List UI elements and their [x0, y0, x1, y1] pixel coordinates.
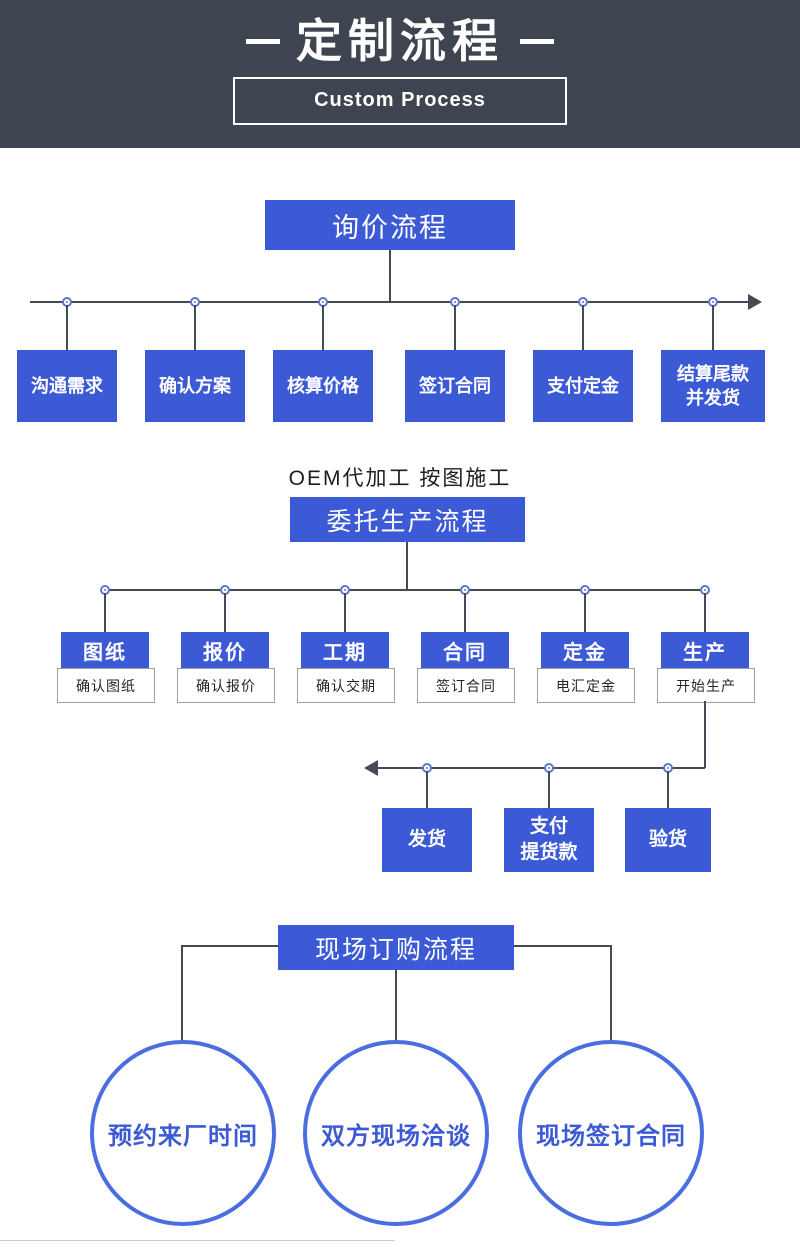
oem-column-label: 定金 — [541, 632, 629, 668]
inquiry-step: 结算尾款 并发货 — [661, 350, 765, 422]
delivery-step: 验货 — [625, 808, 711, 872]
oem-column-label: 合同 — [421, 632, 509, 668]
oem-column-label: 生产 — [661, 632, 749, 668]
connector-line — [582, 305, 584, 350]
inquiry-flow-title: 询价流程 — [265, 200, 515, 250]
header-banner: 定制流程 Custom Process — [0, 0, 800, 148]
connector-line — [66, 305, 68, 350]
connector-line — [584, 593, 586, 632]
oem-column-sub: 开始生产 — [657, 668, 755, 703]
connector-line — [194, 305, 196, 350]
oem-column-sub: 确认报价 — [177, 668, 275, 703]
oem-column-label: 报价 — [181, 632, 269, 668]
oem-flow-title: 委托生产流程 — [290, 497, 525, 542]
onsite-circle: 预约来厂时间 — [90, 1040, 276, 1226]
oem-column-sub: 确认交期 — [297, 668, 395, 703]
connector-line — [610, 945, 612, 1041]
connector-line — [548, 771, 550, 808]
inquiry-step: 确认方案 — [145, 350, 245, 422]
delivery-step: 支付 提货款 — [504, 808, 594, 872]
connector-line — [395, 970, 397, 1041]
connector-line — [322, 305, 324, 350]
connector-line — [105, 589, 705, 591]
connector-line — [30, 301, 752, 303]
oem-column-label: 图纸 — [61, 632, 149, 668]
inquiry-step: 核算价格 — [273, 350, 373, 422]
connector-line — [454, 305, 456, 350]
oem-note: OEM代加工 按图施工 — [288, 467, 512, 490]
connector-line — [406, 542, 408, 590]
oem-column-label: 工期 — [301, 632, 389, 668]
connector-line — [667, 771, 669, 808]
page-subtitle: Custom Process — [314, 89, 486, 112]
connector-line — [224, 593, 226, 632]
connector-line — [181, 945, 183, 1041]
page-title: 定制流程 — [296, 15, 504, 67]
connector-line — [389, 250, 391, 302]
connector-line — [378, 767, 705, 769]
onsite-circle: 双方现场洽谈 — [303, 1040, 489, 1226]
oem-column-sub: 电汇定金 — [537, 668, 635, 703]
connector-line — [426, 771, 428, 808]
arrow-right-icon — [748, 294, 762, 310]
header-title-row: 定制流程 — [230, 16, 570, 67]
title-dash-right-icon — [520, 38, 554, 44]
onsite-circle: 现场签订合同 — [518, 1040, 704, 1226]
inquiry-step: 沟通需求 — [17, 350, 117, 422]
connector-line — [712, 305, 714, 350]
inquiry-step: 签订合同 — [405, 350, 505, 422]
connector-line — [704, 593, 706, 632]
connector-line — [514, 945, 611, 947]
connector-line — [464, 593, 466, 632]
connector-line — [344, 593, 346, 632]
bottom-divider — [0, 1240, 395, 1241]
connector-line — [104, 593, 106, 632]
connector-line — [704, 701, 706, 768]
connector-line — [182, 945, 278, 947]
header-subtitle-box: Custom Process — [233, 76, 567, 125]
title-dash-left-icon — [246, 38, 280, 44]
delivery-step: 发货 — [382, 808, 472, 872]
arrow-left-icon — [364, 760, 378, 776]
onsite-flow-title: 现场订购流程 — [278, 925, 514, 970]
oem-column-sub: 确认图纸 — [57, 668, 155, 703]
inquiry-step: 支付定金 — [533, 350, 633, 422]
oem-column-sub: 签订合同 — [417, 668, 515, 703]
